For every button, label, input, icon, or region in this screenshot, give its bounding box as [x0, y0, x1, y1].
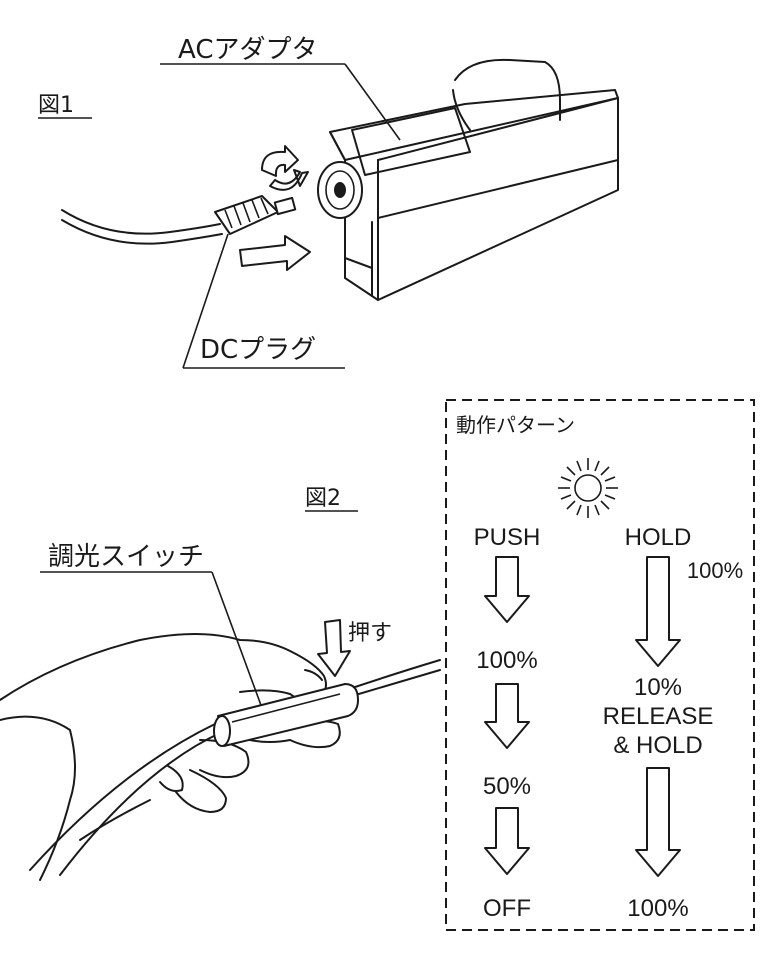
hold-release-and-hold-label: & HOLD — [613, 732, 702, 759]
push-action-label: 押す — [348, 621, 392, 646]
dc-plug-tip — [273, 196, 297, 216]
hold-arrow-2-icon — [635, 767, 681, 877]
push-step-1: 100% — [476, 647, 537, 674]
dc-plug — [61, 195, 297, 245]
figure-2-title: 図2 — [305, 486, 341, 511]
pattern-box-title: 動作パターン — [456, 413, 575, 437]
hold-release-label: RELEASE — [603, 703, 714, 730]
operation-pattern-box: 動作パターン PUSH 100% 50% OFF HOLD 100% — [445, 399, 755, 931]
pattern-box-border — [445, 399, 755, 931]
rotate-arrow-icon — [261, 145, 309, 191]
hold-mid-value: 10% — [634, 674, 682, 701]
dimmer-switch-body — [217, 683, 359, 747]
hold-start-value: 100% — [687, 558, 743, 583]
push-column-header: PUSH — [474, 524, 541, 551]
switch-cable-right — [351, 659, 441, 689]
hold-end-value: 100% — [627, 895, 688, 922]
hand-illustration — [0, 633, 341, 881]
hold-column-header: HOLD — [625, 524, 692, 551]
adapter-front-face — [329, 131, 379, 301]
light-sun-icon — [558, 458, 618, 518]
hold-arrow-1-icon — [635, 556, 681, 667]
dc-plug-label: DCプラグ — [200, 335, 316, 365]
adapter-side-face — [377, 97, 619, 301]
dc-plug-leader-line — [182, 233, 229, 369]
dimmer-switch-label: 調光スイッチ — [48, 542, 204, 572]
push-in-arrow-icon — [239, 235, 311, 271]
switch-cable-left — [29, 723, 216, 871]
dc-cable — [61, 209, 221, 235]
push-arrow-3-icon — [484, 807, 530, 875]
dimmer-switch — [213, 683, 359, 747]
figure-1-title: 図1 — [38, 93, 74, 118]
press-down-arrow-icon — [317, 619, 351, 677]
ac-adapter-label: ACアダプタ — [178, 35, 317, 65]
push-step-2: 50% — [483, 773, 531, 800]
dc-plug-body — [214, 195, 279, 235]
ac-adapter-leader-line — [344, 63, 401, 141]
ac-adapter — [317, 58, 619, 301]
figure-2: 図2 調光スイッチ 押す — [0, 486, 441, 881]
adapter-rear-bump — [454, 58, 561, 121]
adapter-label-plate — [351, 107, 471, 176]
push-arrow-1-icon — [484, 556, 530, 623]
figure-1: 図1 ACアダプタ — [38, 35, 619, 369]
push-step-3: OFF — [483, 895, 531, 922]
push-arrow-2-icon — [484, 683, 530, 749]
